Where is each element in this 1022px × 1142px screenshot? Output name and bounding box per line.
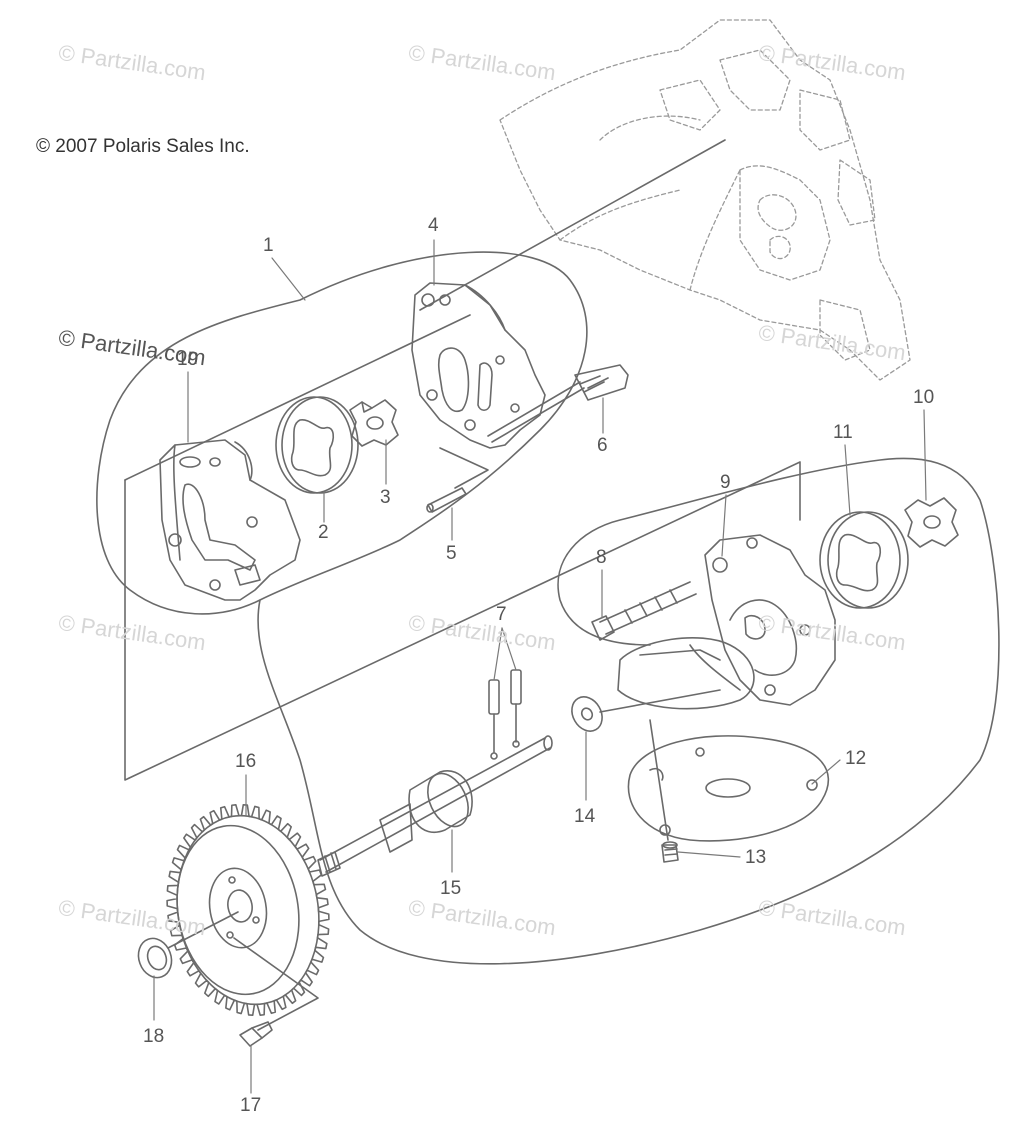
part-2-outer-rotor xyxy=(275,396,359,494)
part-5-pin xyxy=(426,487,467,513)
callout-13: 13 xyxy=(745,847,766,868)
part-4-pump-cover xyxy=(411,282,546,449)
leader-line xyxy=(233,937,319,1031)
callout-11: 11 xyxy=(833,422,853,443)
part-9-pump-body xyxy=(704,534,836,706)
part-12-gasket xyxy=(627,735,830,842)
part-15-shaft xyxy=(317,735,553,877)
callout-9: 9 xyxy=(720,472,731,493)
part-11-outer-rotor xyxy=(819,511,909,609)
part-3-inner-rotor xyxy=(349,399,399,447)
axis-bracket xyxy=(124,461,801,781)
callout-12: 12 xyxy=(845,748,866,769)
part-7-pins xyxy=(488,669,522,753)
callout-5: 5 xyxy=(446,543,457,564)
assembly-loop xyxy=(96,251,588,615)
callout-8: 8 xyxy=(596,547,607,568)
part-18-washer xyxy=(137,937,173,979)
callout-1: 1 xyxy=(263,235,274,256)
callout-19: 19 xyxy=(177,349,198,370)
callout-17: 17 xyxy=(240,1095,261,1116)
leader-line xyxy=(439,447,489,489)
part-10-inner-rotor xyxy=(904,497,959,548)
callout-2: 2 xyxy=(318,522,329,543)
callout-10: 10 xyxy=(913,387,934,408)
callout-16: 16 xyxy=(235,751,256,772)
part-13-screw xyxy=(649,719,679,863)
part-16-gear xyxy=(166,803,330,1017)
part-6-bolt xyxy=(487,364,629,443)
callout-labels: 1 2 3 4 5 6 7 8 9 10 11 12 13 14 15 16 1… xyxy=(143,215,934,1116)
leader-line xyxy=(167,911,239,949)
leader-line xyxy=(124,314,471,481)
callout-14: 14 xyxy=(574,806,596,827)
callout-18: 18 xyxy=(143,1026,164,1047)
copyright-notice: © 2007 Polaris Sales Inc. xyxy=(36,136,250,157)
part-19-pump-plate xyxy=(159,439,301,601)
callout-6: 6 xyxy=(597,435,608,456)
assembly-loop-lower xyxy=(257,457,1000,965)
callout-leaders xyxy=(153,239,927,1094)
oil-strainer xyxy=(599,636,755,713)
crankcase-outline xyxy=(499,19,911,381)
leader-line xyxy=(419,139,726,311)
part-14-washer xyxy=(571,696,603,732)
callout-7: 7 xyxy=(496,604,507,625)
callout-3: 3 xyxy=(380,487,391,508)
part-8-long-bolt xyxy=(591,581,697,641)
part-17-bolt xyxy=(239,1021,273,1047)
callout-4: 4 xyxy=(428,215,439,236)
callout-15: 15 xyxy=(440,878,461,899)
